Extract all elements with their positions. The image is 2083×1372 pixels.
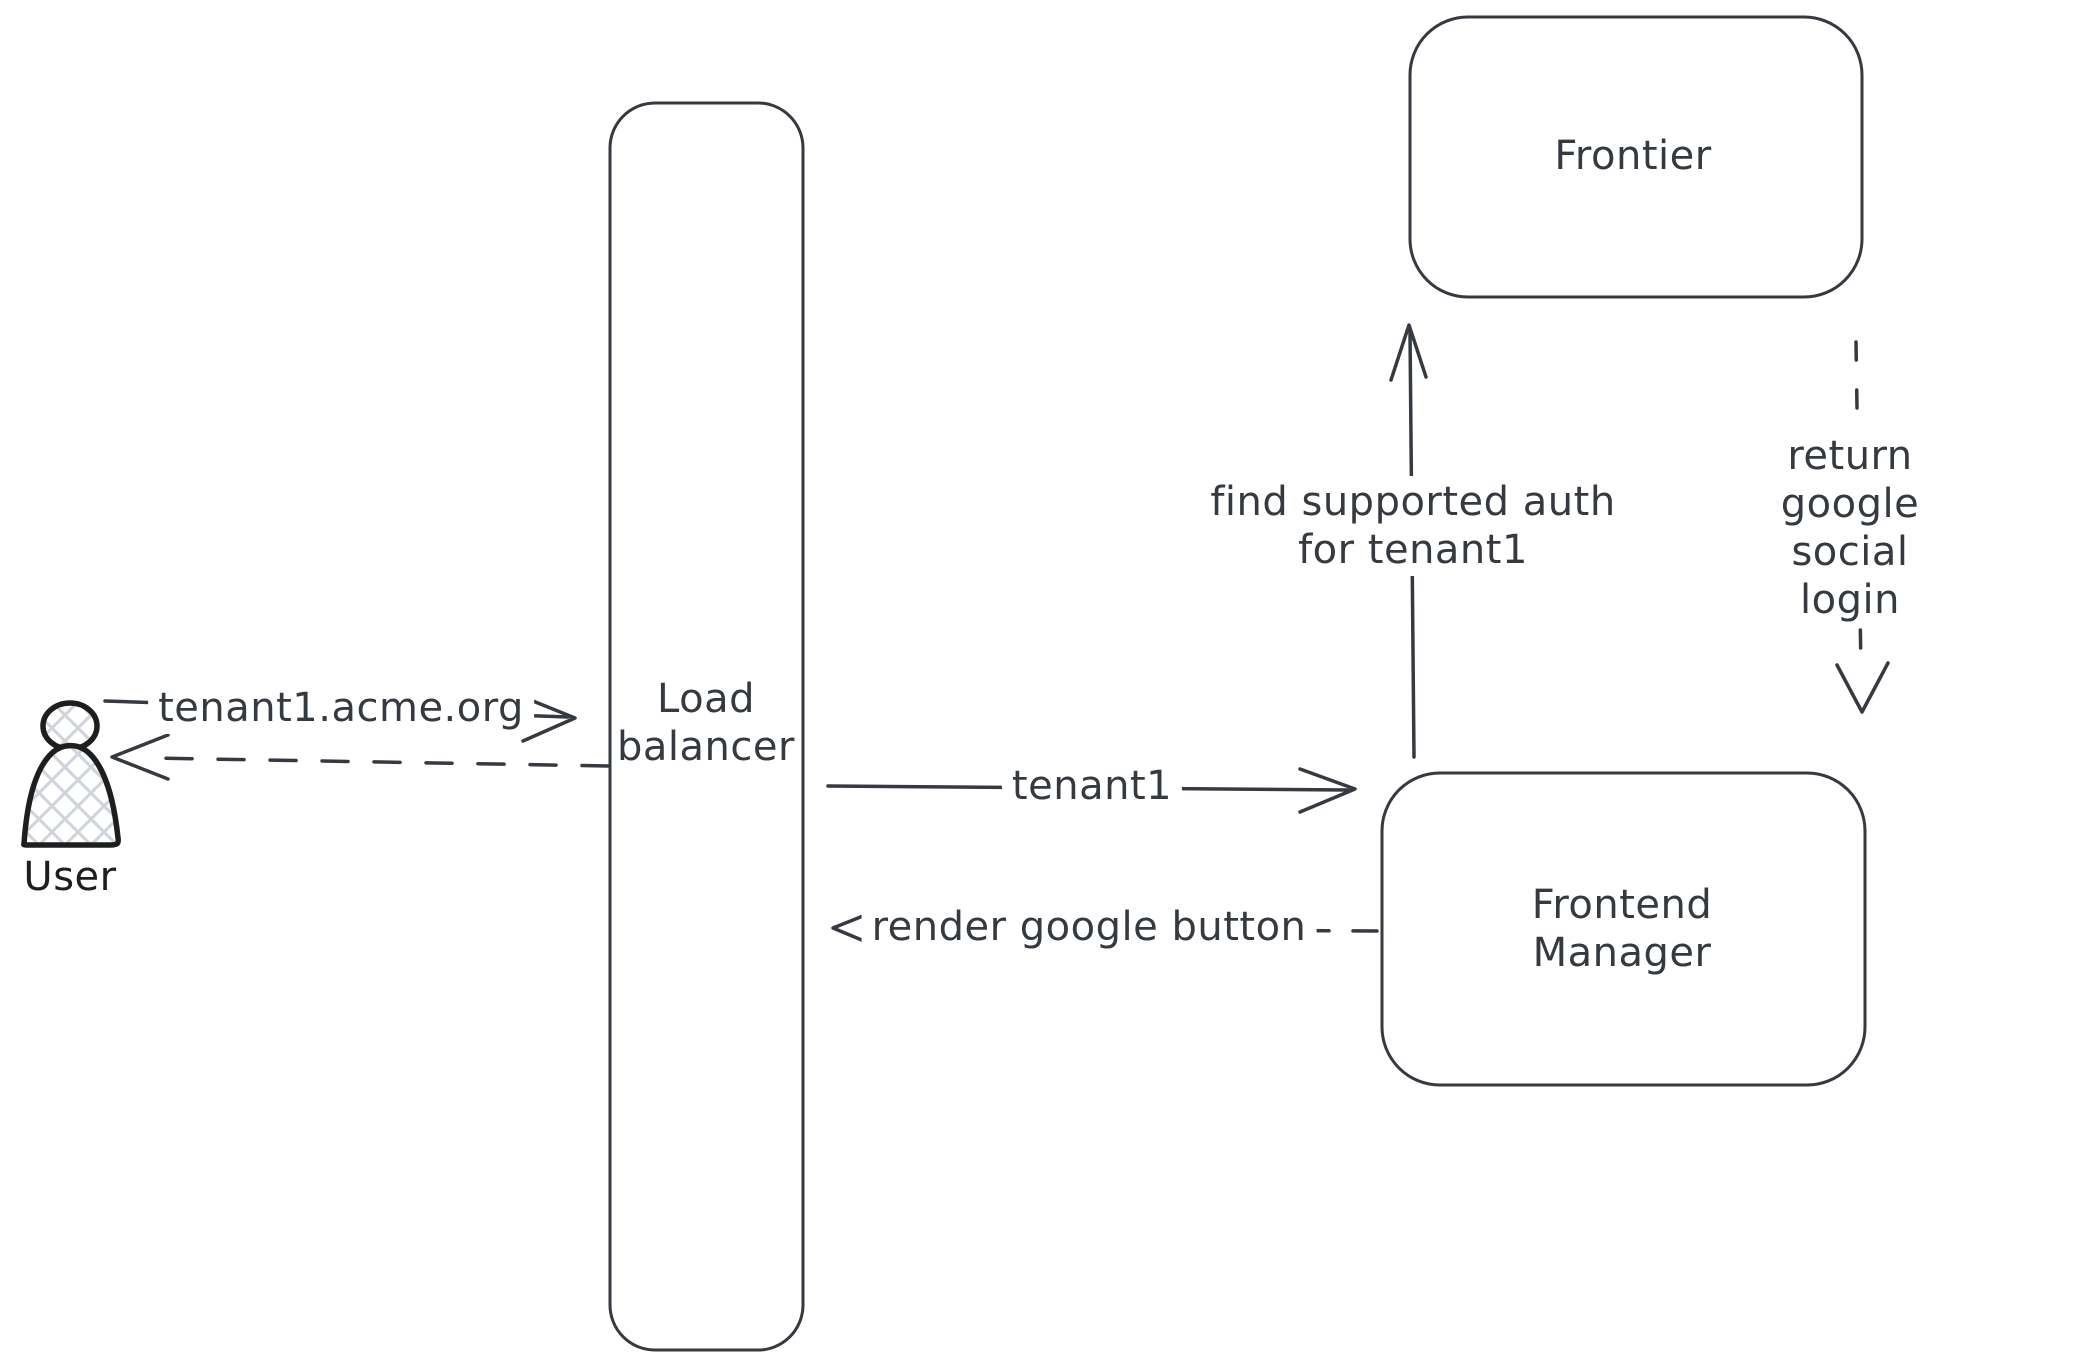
arrowhead-left-icon xyxy=(110,733,170,781)
arrowhead-right-icon xyxy=(1298,767,1357,814)
user-icon-body xyxy=(21,742,121,848)
frontier-box xyxy=(1408,15,1864,299)
arrow-frontier-to-frontend-manager xyxy=(1835,340,1890,714)
arrowhead-up-icon xyxy=(1389,323,1428,382)
arrowhead-down-icon xyxy=(1835,661,1890,714)
frontend-manager-label: Frontend Manager xyxy=(1531,882,1713,976)
arrowhead-right-icon xyxy=(521,695,577,743)
arrow-label-render-google-button: render google button xyxy=(861,901,1317,953)
user-icon xyxy=(21,700,121,848)
frontend-manager-box xyxy=(1380,771,1867,1087)
arrow-label-return-google-social-login: return google social login xyxy=(1733,430,1967,626)
arrow-label-find-supported-auth: find supported auth for tenant1 xyxy=(1200,476,1626,576)
arrow-load-balancer-to-user xyxy=(110,733,610,781)
load-balancer-label: Load balancer xyxy=(617,676,795,770)
arrow-label-tenant1: tenant1 xyxy=(1001,760,1183,812)
load-balancer-box xyxy=(608,101,805,1352)
user-label: User xyxy=(23,854,117,900)
arrow-label-tenant1-acme-org: tenant1.acme.org xyxy=(148,682,534,734)
frontier-label: Frontier xyxy=(1554,133,1712,179)
user-icon-head xyxy=(40,700,100,752)
